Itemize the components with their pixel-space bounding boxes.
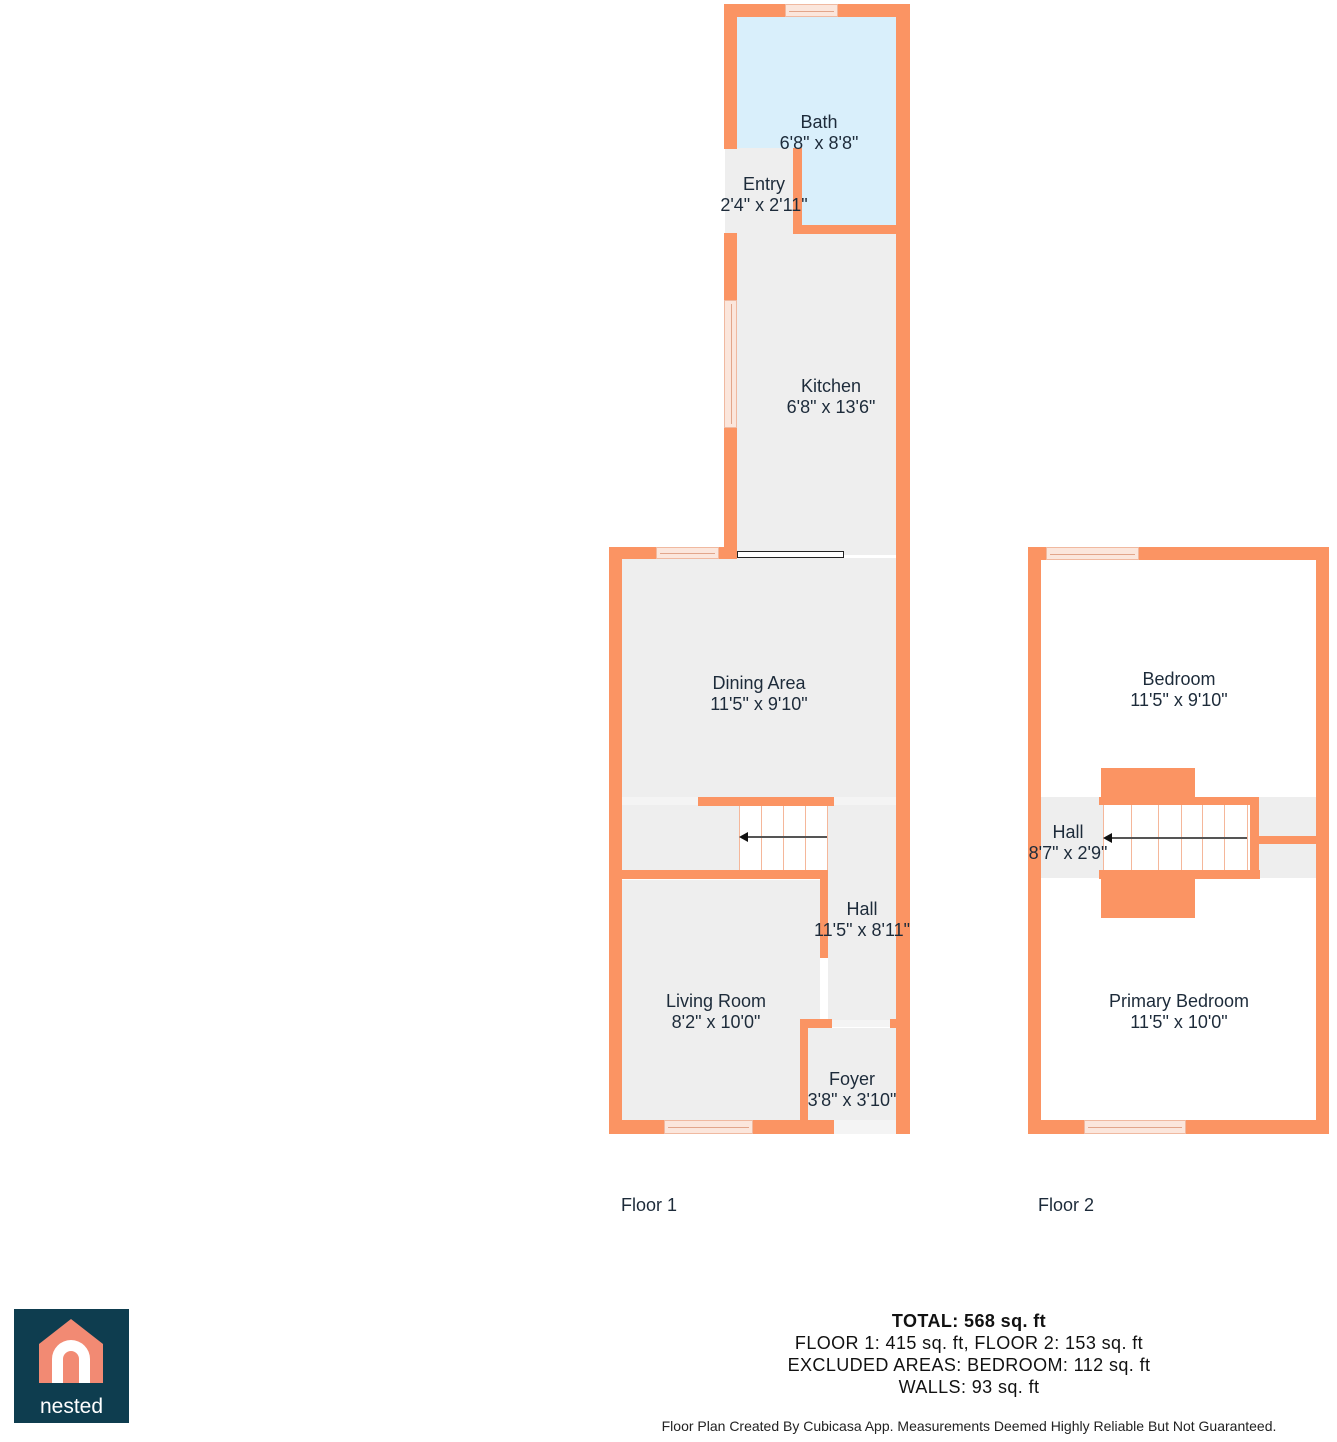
house-icon <box>39 1319 103 1383</box>
dining-floor <box>622 558 897 800</box>
arrow-head-icon <box>1103 833 1112 843</box>
wall <box>820 870 828 958</box>
stair-block <box>1101 878 1195 918</box>
staircase <box>739 806 828 870</box>
wall <box>793 225 897 234</box>
nested-logo: nested <box>14 1309 129 1423</box>
wall <box>609 547 622 1134</box>
wall <box>698 797 834 806</box>
arrow-head-icon <box>739 832 748 842</box>
disclaimer: Floor Plan Created By Cubicasa App. Meas… <box>661 1418 1277 1434</box>
floor-2-label: Floor 2 <box>1038 1195 1095 1215</box>
entry-floor <box>725 148 793 233</box>
doorway <box>832 1020 890 1027</box>
window <box>656 547 719 559</box>
wall <box>1316 547 1329 1134</box>
stair-direction-arrow <box>746 836 827 838</box>
doorway <box>834 797 896 805</box>
kitchen-counter <box>737 551 844 558</box>
wall <box>896 4 910 1134</box>
hall-floor-lower <box>828 805 897 1025</box>
window <box>1046 547 1139 560</box>
wall <box>1258 836 1316 844</box>
living-floor <box>622 880 820 1120</box>
stair-block <box>1101 768 1195 798</box>
total-area: TOTAL: 568 sq. ft <box>891 1311 1047 1331</box>
stair-direction-arrow <box>1110 837 1247 839</box>
wall <box>890 1019 897 1028</box>
wall <box>1099 870 1260 879</box>
wall <box>800 1019 832 1028</box>
wall <box>793 148 802 233</box>
floor-1-label: Floor 1 <box>621 1195 678 1215</box>
wall <box>724 4 737 149</box>
window <box>724 300 737 428</box>
doorway <box>834 1120 896 1134</box>
floor-areas: FLOOR 1: 415 sq. ft, FLOOR 2: 153 sq. ft <box>794 1333 1144 1353</box>
excluded-areas: EXCLUDED AREAS: BEDROOM: 112 sq. ft <box>787 1355 1151 1375</box>
foyer-floor <box>808 1028 897 1133</box>
window <box>664 1120 753 1134</box>
kitchen-floor <box>737 233 897 555</box>
doorway <box>622 797 698 805</box>
wall <box>1099 797 1258 805</box>
walls-area: WALLS: 93 sq. ft <box>898 1377 1040 1397</box>
wall <box>622 870 828 879</box>
window <box>1084 1120 1186 1134</box>
wall <box>800 1019 808 1134</box>
wall <box>1250 797 1259 879</box>
wall <box>1028 547 1041 1134</box>
window <box>785 4 838 17</box>
area-summary: TOTAL: 568 sq. ft FLOOR 1: 415 sq. ft, F… <box>788 1310 1151 1398</box>
logo-text: nested <box>39 1395 104 1418</box>
